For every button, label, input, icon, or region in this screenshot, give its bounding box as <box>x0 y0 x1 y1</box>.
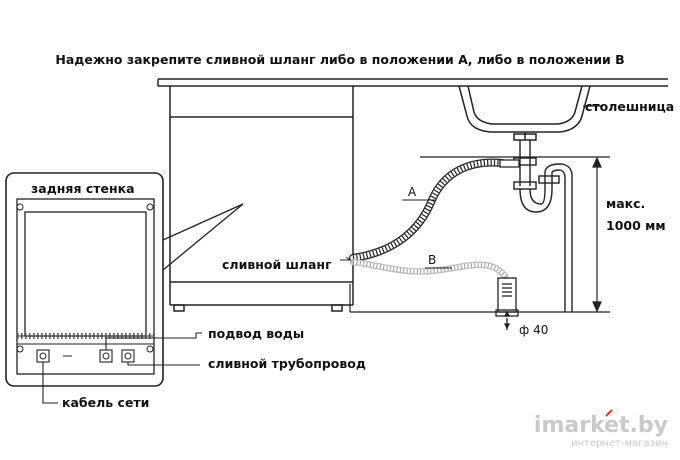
power-cable-label: кабель сети <box>62 395 149 410</box>
water-inlet-label: подвод воды <box>208 326 304 341</box>
drain-hose-b <box>349 258 509 280</box>
back-wall-inset <box>5 172 164 387</box>
diameter-label: ф 40 <box>519 323 548 337</box>
back-wall-label: задняя стенка <box>31 181 135 196</box>
watermark-subtitle: интернет-магазин <box>571 438 668 449</box>
height-dimension <box>592 156 602 313</box>
watermark-logo: imarket.by интернет-магазин <box>534 409 668 449</box>
siphon <box>513 140 573 312</box>
watermark-brand: imarket.by <box>534 413 668 438</box>
sink <box>458 85 591 141</box>
countertop-label: столешница <box>585 99 674 114</box>
standpipe <box>495 277 519 330</box>
drain-pipe-label: сливной трубопровод <box>208 356 366 371</box>
diagram-title: Надежно закрепите сливной шланг либо в п… <box>55 52 624 67</box>
dishwasher <box>169 86 354 312</box>
position-b-label: B <box>428 253 436 267</box>
max-value: 1000 мм <box>606 218 666 233</box>
position-a-label: A <box>408 185 417 199</box>
drain-hose-label: сливной шланг <box>222 257 332 272</box>
callout-wedge <box>162 203 244 271</box>
countertop <box>157 78 668 87</box>
inset-leaders <box>42 332 202 404</box>
max-label: макс. <box>606 196 645 211</box>
drain-hose-a <box>349 158 520 262</box>
